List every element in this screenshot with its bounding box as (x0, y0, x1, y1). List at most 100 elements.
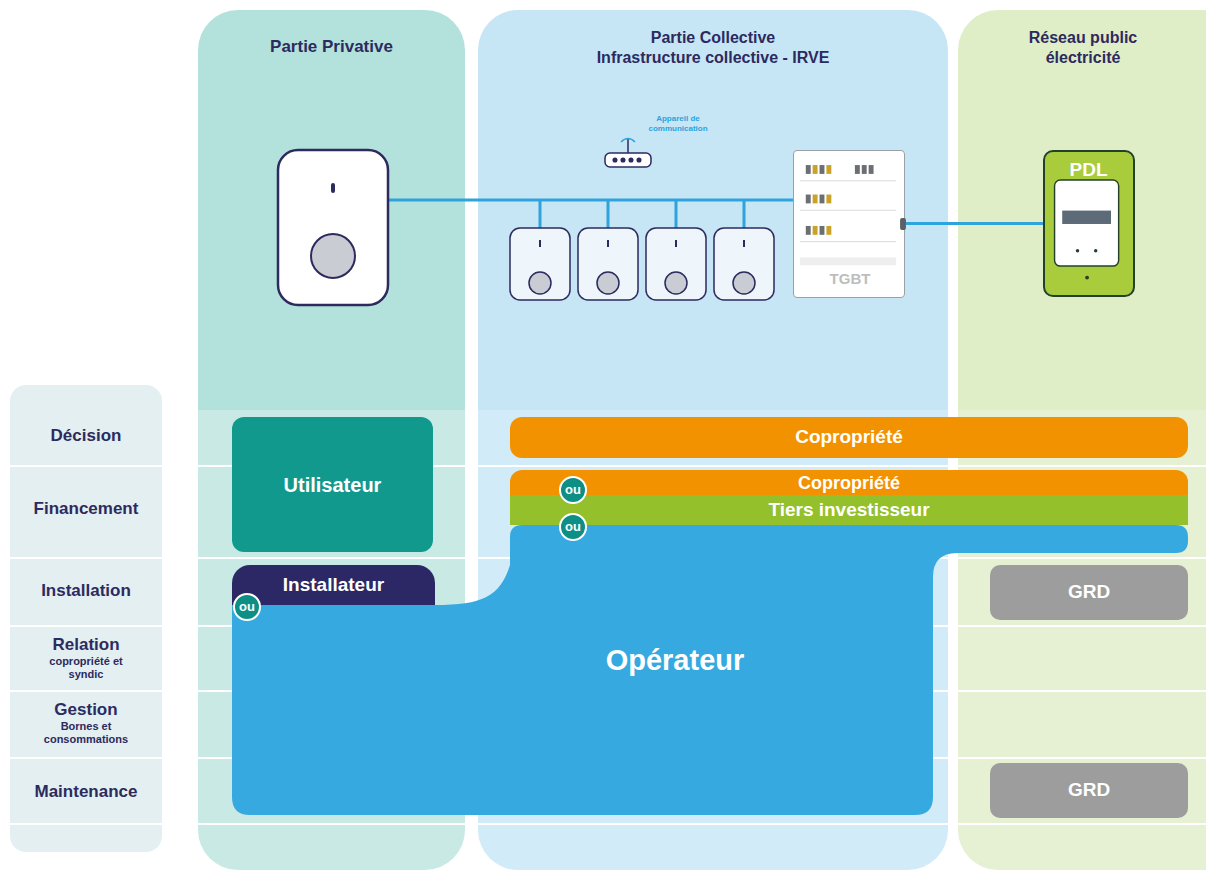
wire (743, 200, 746, 228)
meter-face (1055, 180, 1119, 266)
meter-led (1085, 276, 1089, 280)
wire (539, 200, 542, 228)
router-body (605, 153, 651, 167)
charger-led (331, 183, 335, 193)
router-antenna (627, 138, 629, 153)
private-charger (278, 150, 388, 305)
node-text: Gestion (10, 700, 162, 720)
node-text: Installateur (238, 573, 429, 597)
charger-led (539, 240, 541, 247)
role-box: GRD (990, 763, 1188, 818)
row-label-panel: DécisionFinancementInstallationRelationc… (10, 385, 162, 852)
node-text: Financement (10, 499, 162, 519)
node-text: ou (561, 478, 585, 502)
breaker (813, 195, 818, 204)
node-text: Partie Privative (198, 37, 465, 57)
charger-led (607, 240, 609, 247)
wire (607, 200, 610, 228)
router-dot (621, 158, 625, 162)
node-text: Bornes et consommations (36, 720, 136, 746)
node-text: copropriété et syndic (36, 655, 136, 681)
node-text: ou (561, 515, 585, 539)
connector-wire (905, 222, 1043, 225)
meter-screen (1062, 211, 1111, 224)
charger-led (743, 240, 745, 247)
rail (800, 257, 896, 265)
node-text: TGBT (794, 269, 906, 289)
rail (800, 210, 896, 211)
node-text: GRD (990, 580, 1188, 604)
node-text: Décision (10, 426, 162, 446)
router-dot (613, 158, 617, 162)
node-text: Tiers investisseur (510, 498, 1188, 522)
node-text: Infrastructure collective - IRVE (478, 48, 948, 68)
operator-region: Opérateur (232, 525, 1188, 815)
wire (388, 199, 793, 202)
node-text: Utilisateur (232, 473, 433, 497)
router-dot (629, 158, 633, 162)
charger-body (646, 228, 706, 300)
charger-socket (311, 234, 355, 278)
charger-socket (733, 272, 755, 294)
role-band: Copropriété (510, 417, 1188, 458)
breaker (820, 226, 825, 235)
breaker (820, 165, 825, 174)
lock (900, 218, 906, 230)
router-signal (621, 139, 635, 143)
role-band: Tiers investisseur (510, 495, 1188, 525)
breaker (826, 195, 831, 204)
node-text: Réseau public électricité (998, 28, 1168, 68)
node-text: Opérateur (475, 643, 875, 677)
node-text: GRD (990, 778, 1188, 802)
node-text: Maintenance (10, 782, 162, 802)
label-holder: Appareil de communication (636, 114, 720, 134)
charger-body (510, 228, 570, 300)
breaker (869, 165, 874, 174)
node-text: PDL (1045, 158, 1132, 182)
breaker (806, 226, 811, 235)
collective-chargers (510, 228, 774, 300)
node-text: Partie Collective (478, 28, 948, 48)
role-band: Copropriété (510, 470, 1188, 496)
meter: PDL (1043, 150, 1135, 297)
device-label: Appareil de communication (636, 114, 720, 134)
breaker (813, 165, 818, 174)
or-badge: ou (559, 476, 587, 504)
charger-body (278, 150, 388, 305)
breaker (813, 226, 818, 235)
meter-button (1076, 249, 1079, 252)
charger-socket (597, 272, 619, 294)
rail (800, 180, 896, 181)
breaker (806, 165, 811, 174)
charger-socket (529, 272, 551, 294)
role-box: Utilisateur (232, 417, 433, 552)
node-text: Copropriété (510, 425, 1188, 449)
switchboard: TGBT (793, 150, 905, 298)
breaker (826, 165, 831, 174)
charger-led (675, 240, 677, 247)
role-box: GRD (990, 565, 1188, 620)
or-badge: ou (233, 593, 261, 621)
breaker (862, 165, 867, 174)
role-box: Installateur (232, 565, 435, 605)
router-icon (605, 138, 651, 167)
or-badge: ou (559, 513, 587, 541)
rail (800, 241, 896, 242)
wire (675, 200, 678, 228)
meter-button (1094, 249, 1097, 252)
charger-socket (665, 272, 687, 294)
charger-body (578, 228, 638, 300)
node-text: Copropriété (510, 471, 1188, 495)
node-text: ou (235, 595, 259, 619)
breaker (806, 195, 811, 204)
breaker (820, 195, 825, 204)
charger-body (714, 228, 774, 300)
node-text: Installation (10, 581, 162, 601)
node-text: Relation (10, 635, 162, 655)
router-dot (637, 158, 641, 162)
charger-wiring (388, 200, 793, 228)
operator-shape (232, 525, 1188, 815)
breaker (826, 226, 831, 235)
breaker (855, 165, 860, 174)
